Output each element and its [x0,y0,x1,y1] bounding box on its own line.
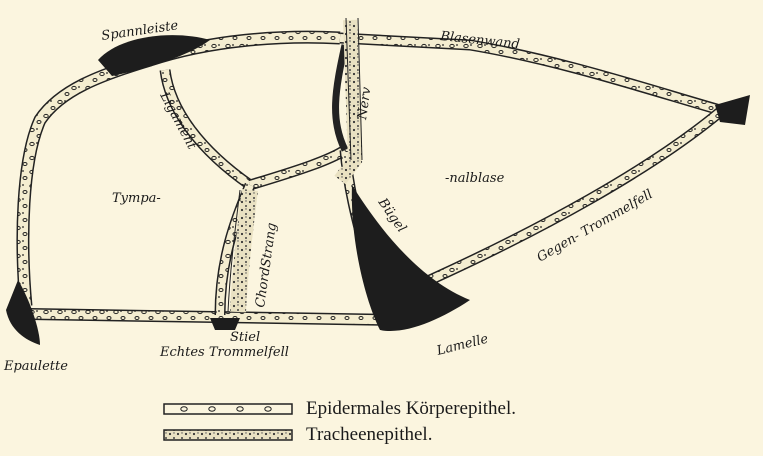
label-tympa: Tympa- [112,191,161,206]
legend-symbol-tracheal [164,430,292,440]
label-nalblase: -nalblase [445,171,505,186]
label-stiel: Stiel [230,330,260,345]
legend-symbol-epidermal [164,404,292,414]
legend-label-tracheal: Tracheenepithel. [306,424,432,446]
label-epaulette: Epaulette [3,359,68,374]
label-lamelle: Lamelle [434,332,490,360]
label-chordstrang: ChordStrang [253,222,280,309]
legend-label-epidermal: Epidermales Körperepithel. [306,398,516,420]
label-echtes-trommelfell: Echtes Trommelfell [159,345,289,360]
